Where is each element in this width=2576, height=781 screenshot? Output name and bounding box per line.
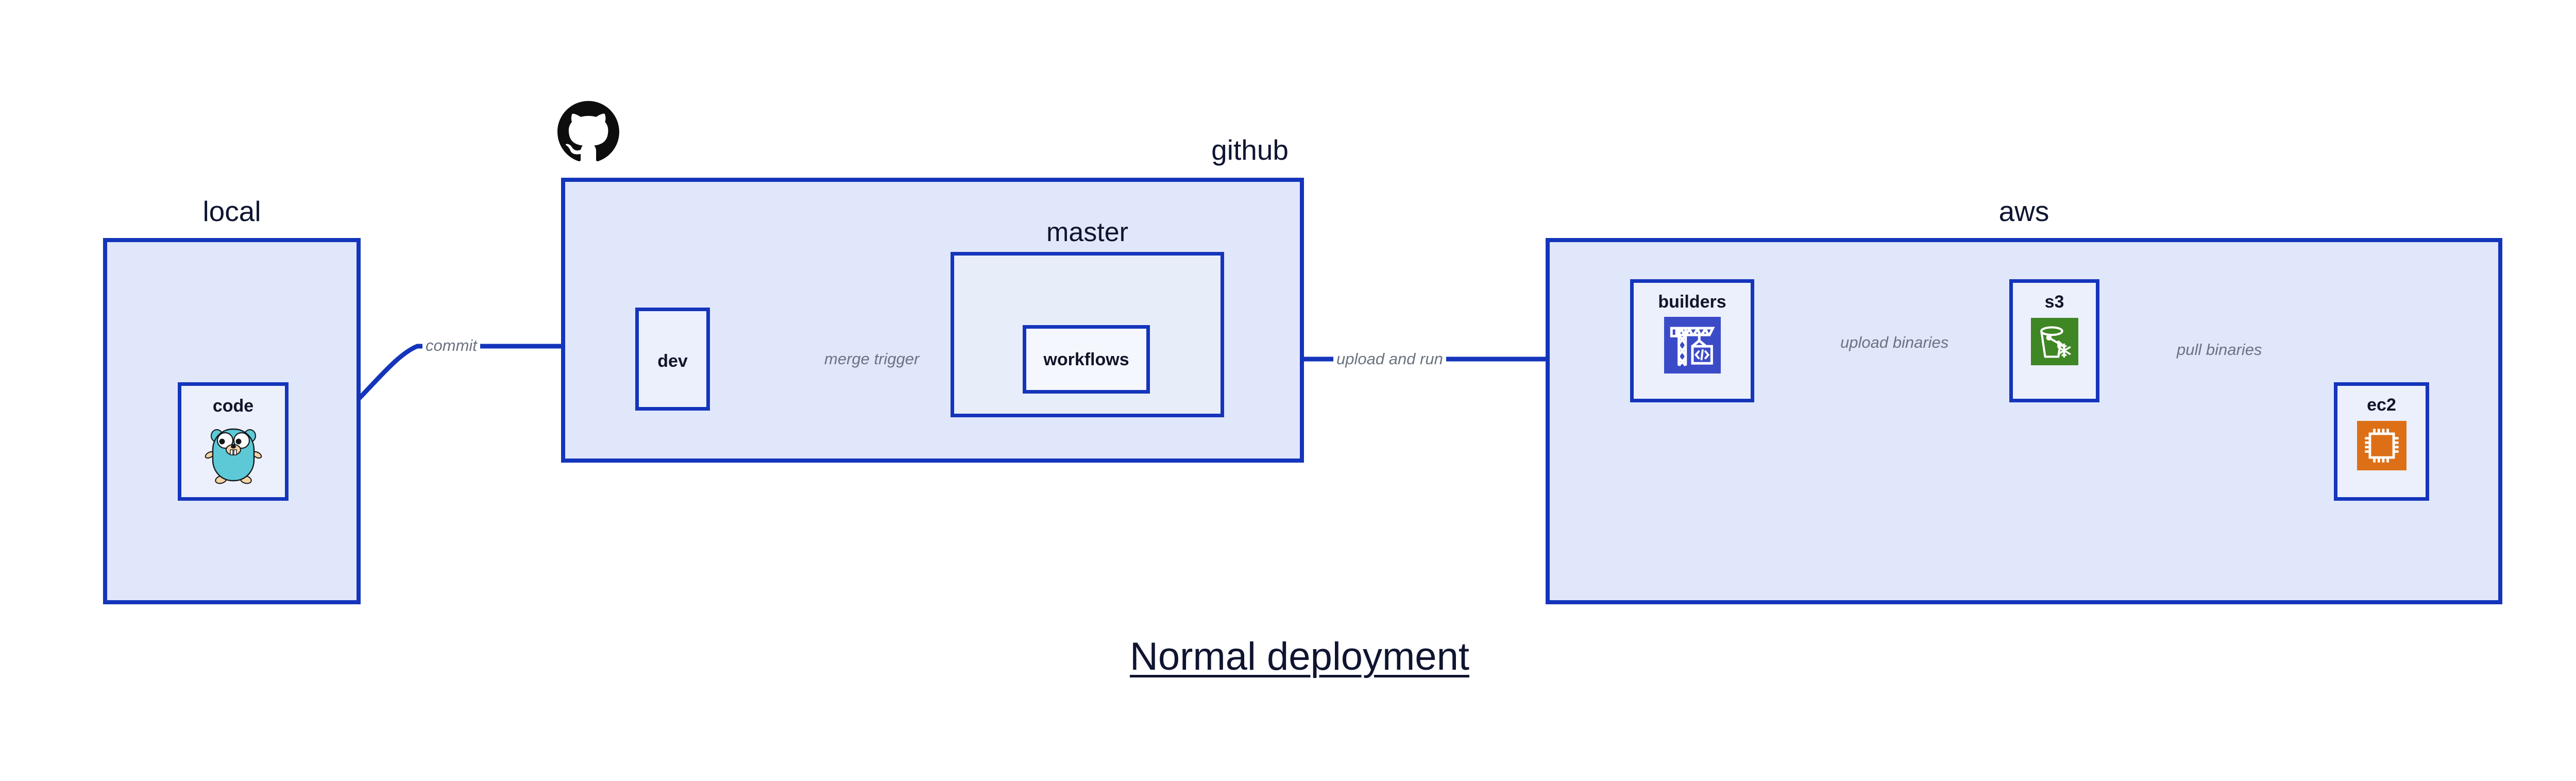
group-github-label: github xyxy=(1211,134,1289,166)
node-code[interactable]: code xyxy=(178,382,289,501)
group-local xyxy=(103,238,361,604)
node-ec2-label: ec2 xyxy=(2367,395,2396,415)
node-s3-label: s3 xyxy=(2044,292,2064,312)
edge-label-upload-and-run: upload and run xyxy=(1333,351,1446,367)
go-gopher-icon xyxy=(205,423,262,487)
aws-ec2-chip-icon xyxy=(2357,421,2406,473)
node-ec2[interactable]: ec2 xyxy=(2334,382,2429,501)
github-octocat-icon xyxy=(557,101,619,165)
aws-codebuild-icon xyxy=(1664,317,1721,376)
node-code-label: code xyxy=(212,396,254,416)
node-workflows[interactable]: workflows xyxy=(1023,325,1150,394)
edge-label-commit: commit xyxy=(422,337,480,353)
edge-label-upload-binaries: upload binaries xyxy=(1837,334,1952,350)
group-master-label: master xyxy=(1046,217,1128,247)
node-builders-label: builders xyxy=(1658,292,1726,312)
node-dev[interactable]: dev xyxy=(635,308,710,411)
aws-s3-bucket-icon xyxy=(2030,318,2078,368)
node-builders[interactable]: builders xyxy=(1630,279,1754,402)
edge-label-pull-binaries: pull binaries xyxy=(2174,342,2265,358)
node-workflows-label: workflows xyxy=(1043,349,1129,369)
group-local-label: local xyxy=(202,195,261,227)
node-s3[interactable]: s3 xyxy=(2009,279,2099,402)
group-aws-label: aws xyxy=(1998,195,2049,227)
node-dev-label: dev xyxy=(657,351,688,371)
diagram-title: Normal deployment xyxy=(1130,635,1469,678)
edge-label-merge-trigger: merge trigger xyxy=(821,351,923,367)
